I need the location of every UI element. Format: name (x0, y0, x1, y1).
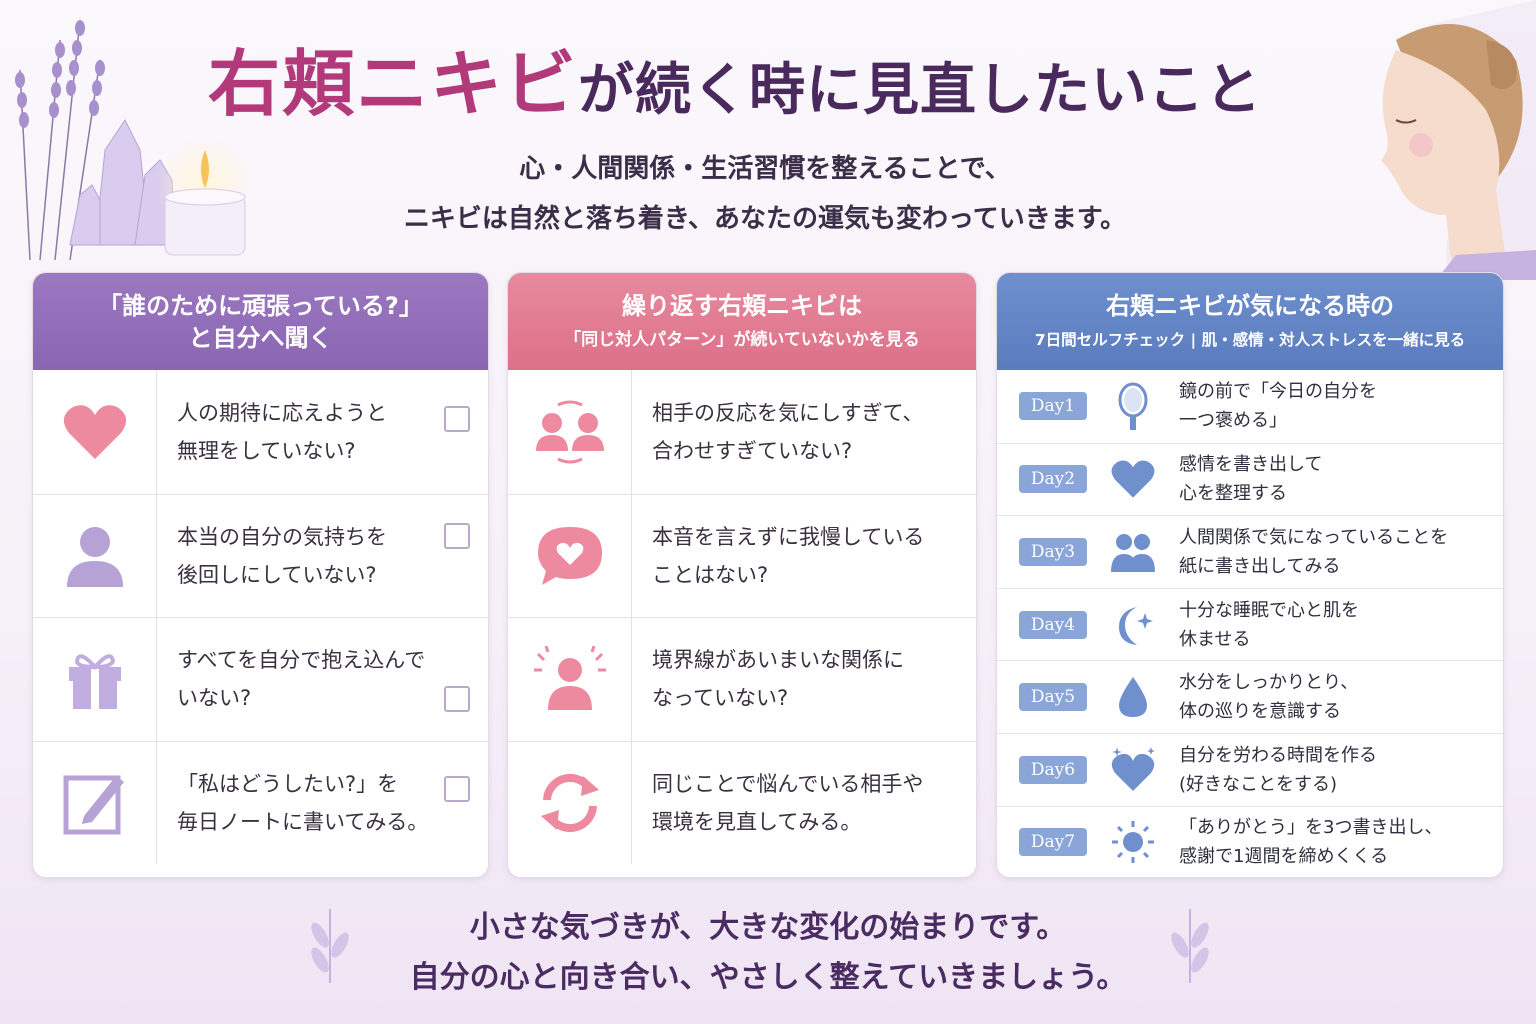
day-badge: Day3 (1019, 537, 1087, 566)
check-item: 「私はどうしたい?」を毎日ノートに書いてみる。 (33, 740, 488, 864)
panel-header-subtitle: 7日間セルフチェック | 肌・感情・対人ストレスを一緒に見る (1034, 330, 1466, 349)
seven-day-check-panel: 右頬ニキビが気になる時の 7日間セルフチェック | 肌・感情・対人ストレスを一緒… (996, 272, 1504, 878)
item-line-2: 合わせすぎていない? (652, 438, 853, 463)
speech-heart-icon (537, 526, 602, 585)
checkbox[interactable] (444, 775, 470, 802)
day-line-2: (好きなことをする) (1179, 773, 1338, 795)
day-line-2: 休ませる (1179, 628, 1251, 650)
item-line-1: 本音を言えずに我慢している (652, 524, 925, 549)
person-icon (66, 526, 123, 587)
check-item: 本当の自分の気持ちを後回しにしていない? (33, 493, 488, 617)
day-badge: Day7 (1019, 828, 1087, 857)
item-line-1: 「私はどうしたい?」を (177, 771, 399, 796)
item-line-2: 無理をしていない? (177, 438, 356, 463)
gift-icon (68, 654, 121, 710)
day-row: Day6 自分を労わる時間を作る (好きなことをする) (997, 732, 1503, 806)
lead-line-1: 心・人間関係・生活習慣を整えることで、 (519, 154, 1011, 184)
check-item: 相手の反応を気にしすぎて、合わせすぎていない? (508, 370, 976, 494)
check-item: 人の期待に応えようと無理をしていない? (33, 370, 488, 494)
panel-header-title: 右頬ニキビが気になる時の (1106, 291, 1394, 320)
day-badge: Day2 (1019, 465, 1087, 494)
item-line-2: なっていない? (652, 686, 789, 711)
day-line-2: 紙に書き出してみる (1179, 555, 1341, 577)
day-row: Day1 鏡の前で「今日の自分を一つ褒める」 (997, 370, 1503, 443)
item-line-2: いない? (177, 686, 252, 711)
sparkle-heart-icon (1111, 746, 1155, 791)
day-badge: Day5 (1019, 683, 1087, 712)
heart-icon (1111, 460, 1155, 499)
item-line-2: 毎日ノートに書いてみる。 (177, 809, 429, 834)
footer-line-2: 自分の心と向き合い、やさしく整えていきましょう。 (409, 960, 1127, 995)
day-line-2: 感謝で1週間を締めくくる (1179, 846, 1389, 868)
day-row: Day3 人間関係で気になっていることを紙に書き出してみる (997, 515, 1503, 588)
item-line-1: 本当の自分の気持ちを (177, 524, 387, 549)
panel-header: 右頬ニキビが気になる時の 7日間セルフチェック | 肌・感情・対人ストレスを一緒… (997, 273, 1503, 370)
day-line-1: 鏡の前で「今日の自分を (1179, 381, 1377, 403)
day-line-1: 自分を労わる時間を作る (1179, 744, 1377, 766)
title-main: 右頬ニキビ (207, 42, 578, 126)
title-sub: が続く時に見直したいこと (578, 58, 1262, 123)
checkbox[interactable] (444, 686, 470, 712)
relationship-pattern-panel: 繰り返す右頬ニキビは 「同じ対人パターン」が続いていないかを見る 相手の反応を気… (507, 272, 977, 878)
item-line-1: 境界線があいまいな関係に (652, 648, 904, 673)
people-icon (1111, 533, 1155, 572)
leaf-decoration-icon (311, 909, 349, 983)
item-line-2: ことはない? (652, 562, 769, 587)
lead-line-2: ニキビは自然と落ち着き、あなたの運気も変わっていきます。 (403, 204, 1127, 234)
day-row: Day7 「ありがとう」を3つ書き出し、感謝で1週間を締めくくる (997, 805, 1503, 877)
day-line-1: 人間関係で気になっていることを (1179, 526, 1449, 548)
checkbox[interactable] (444, 522, 470, 549)
day-badge: Day4 (1019, 610, 1087, 639)
self-question-panel: 「誰のために頑張っている?」 と自分へ聞く 人の期待に応えようと無理をしていない… (32, 272, 489, 878)
panel-header: 「誰のために頑張っている?」 と自分へ聞く (33, 273, 488, 370)
cycle-arrows-icon (540, 773, 599, 832)
panel-header-subtitle: と自分へ聞く (188, 323, 333, 352)
check-item: すべてを自分で抱え込んでいない? (33, 617, 488, 741)
day-row: Day5 水分をしっかりとり、体の巡りを意識する (997, 660, 1503, 733)
day-line-1: 「ありがとう」を3つ書き出し、 (1179, 817, 1443, 839)
item-line-1: 同じことで悩んでいる相手や (652, 771, 924, 796)
page-title: 右頬ニキビ が続く時に見直したいこと (150, 30, 1320, 130)
panel-header: 繰り返す右頬ニキビは 「同じ対人パターン」が続いていないかを見る (508, 273, 976, 370)
checkbox[interactable] (444, 406, 470, 432)
heart-icon (63, 404, 126, 459)
item-line-2: 後回しにしていない? (177, 562, 377, 587)
day-badge: Day6 (1019, 755, 1087, 784)
people-exchange-icon (535, 400, 604, 464)
sun-icon (1112, 821, 1154, 864)
day-line-1: 水分をしっかりとり、 (1179, 672, 1359, 694)
item-line-2: 環境を見直してみる。 (652, 809, 862, 834)
woman-profile-illustration (1381, 0, 1536, 280)
water-drop-icon (1119, 677, 1147, 718)
moon-icon (1119, 606, 1153, 645)
day-line-2: 心を整理する (1179, 483, 1287, 505)
item-line-1: 人の期待に応えようと (177, 400, 387, 425)
check-item: 本音を言えずに我慢していることはない? (508, 493, 976, 617)
lavender-crystal-candle-illustration (15, 19, 255, 261)
check-item: 同じことで悩んでいる相手や環境を見直してみる。 (508, 740, 976, 864)
mirror-icon (1118, 382, 1148, 431)
day-line-2: 体の巡りを意識する (1179, 701, 1341, 723)
item-line-1: すべてを自分で抱え込んで (177, 648, 426, 673)
day-row: Day4 十分な睡眠で心と肌を休ませる (997, 587, 1503, 661)
item-line-1: 相手の反応を気にしすぎて、 (652, 400, 924, 425)
panel-header-subtitle: 「同じ対人パターン」が続いていないかを見る (564, 329, 920, 350)
stressed-person-icon (533, 646, 606, 711)
day-line-2: 一つ褒める」 (1179, 410, 1287, 432)
day-badge: Day1 (1019, 392, 1087, 421)
notebook-pen-icon (63, 775, 124, 835)
day-line-1: 感情を書き出して (1179, 454, 1323, 476)
leaf-decoration-icon (1171, 909, 1209, 983)
panel-header-title: 繰り返す右頬ニキビは (622, 291, 862, 320)
panel-header-title: 「誰のために頑張っている?」 (98, 291, 423, 320)
footer-line-1: 小さな気づきが、大きな変化の始まりです。 (469, 910, 1067, 945)
day-line-1: 十分な睡眠で心と肌を (1179, 599, 1359, 621)
check-item: 境界線があいまいな関係になっていない? (508, 617, 976, 741)
day-row: Day2 感情を書き出して心を整理する (997, 442, 1503, 516)
